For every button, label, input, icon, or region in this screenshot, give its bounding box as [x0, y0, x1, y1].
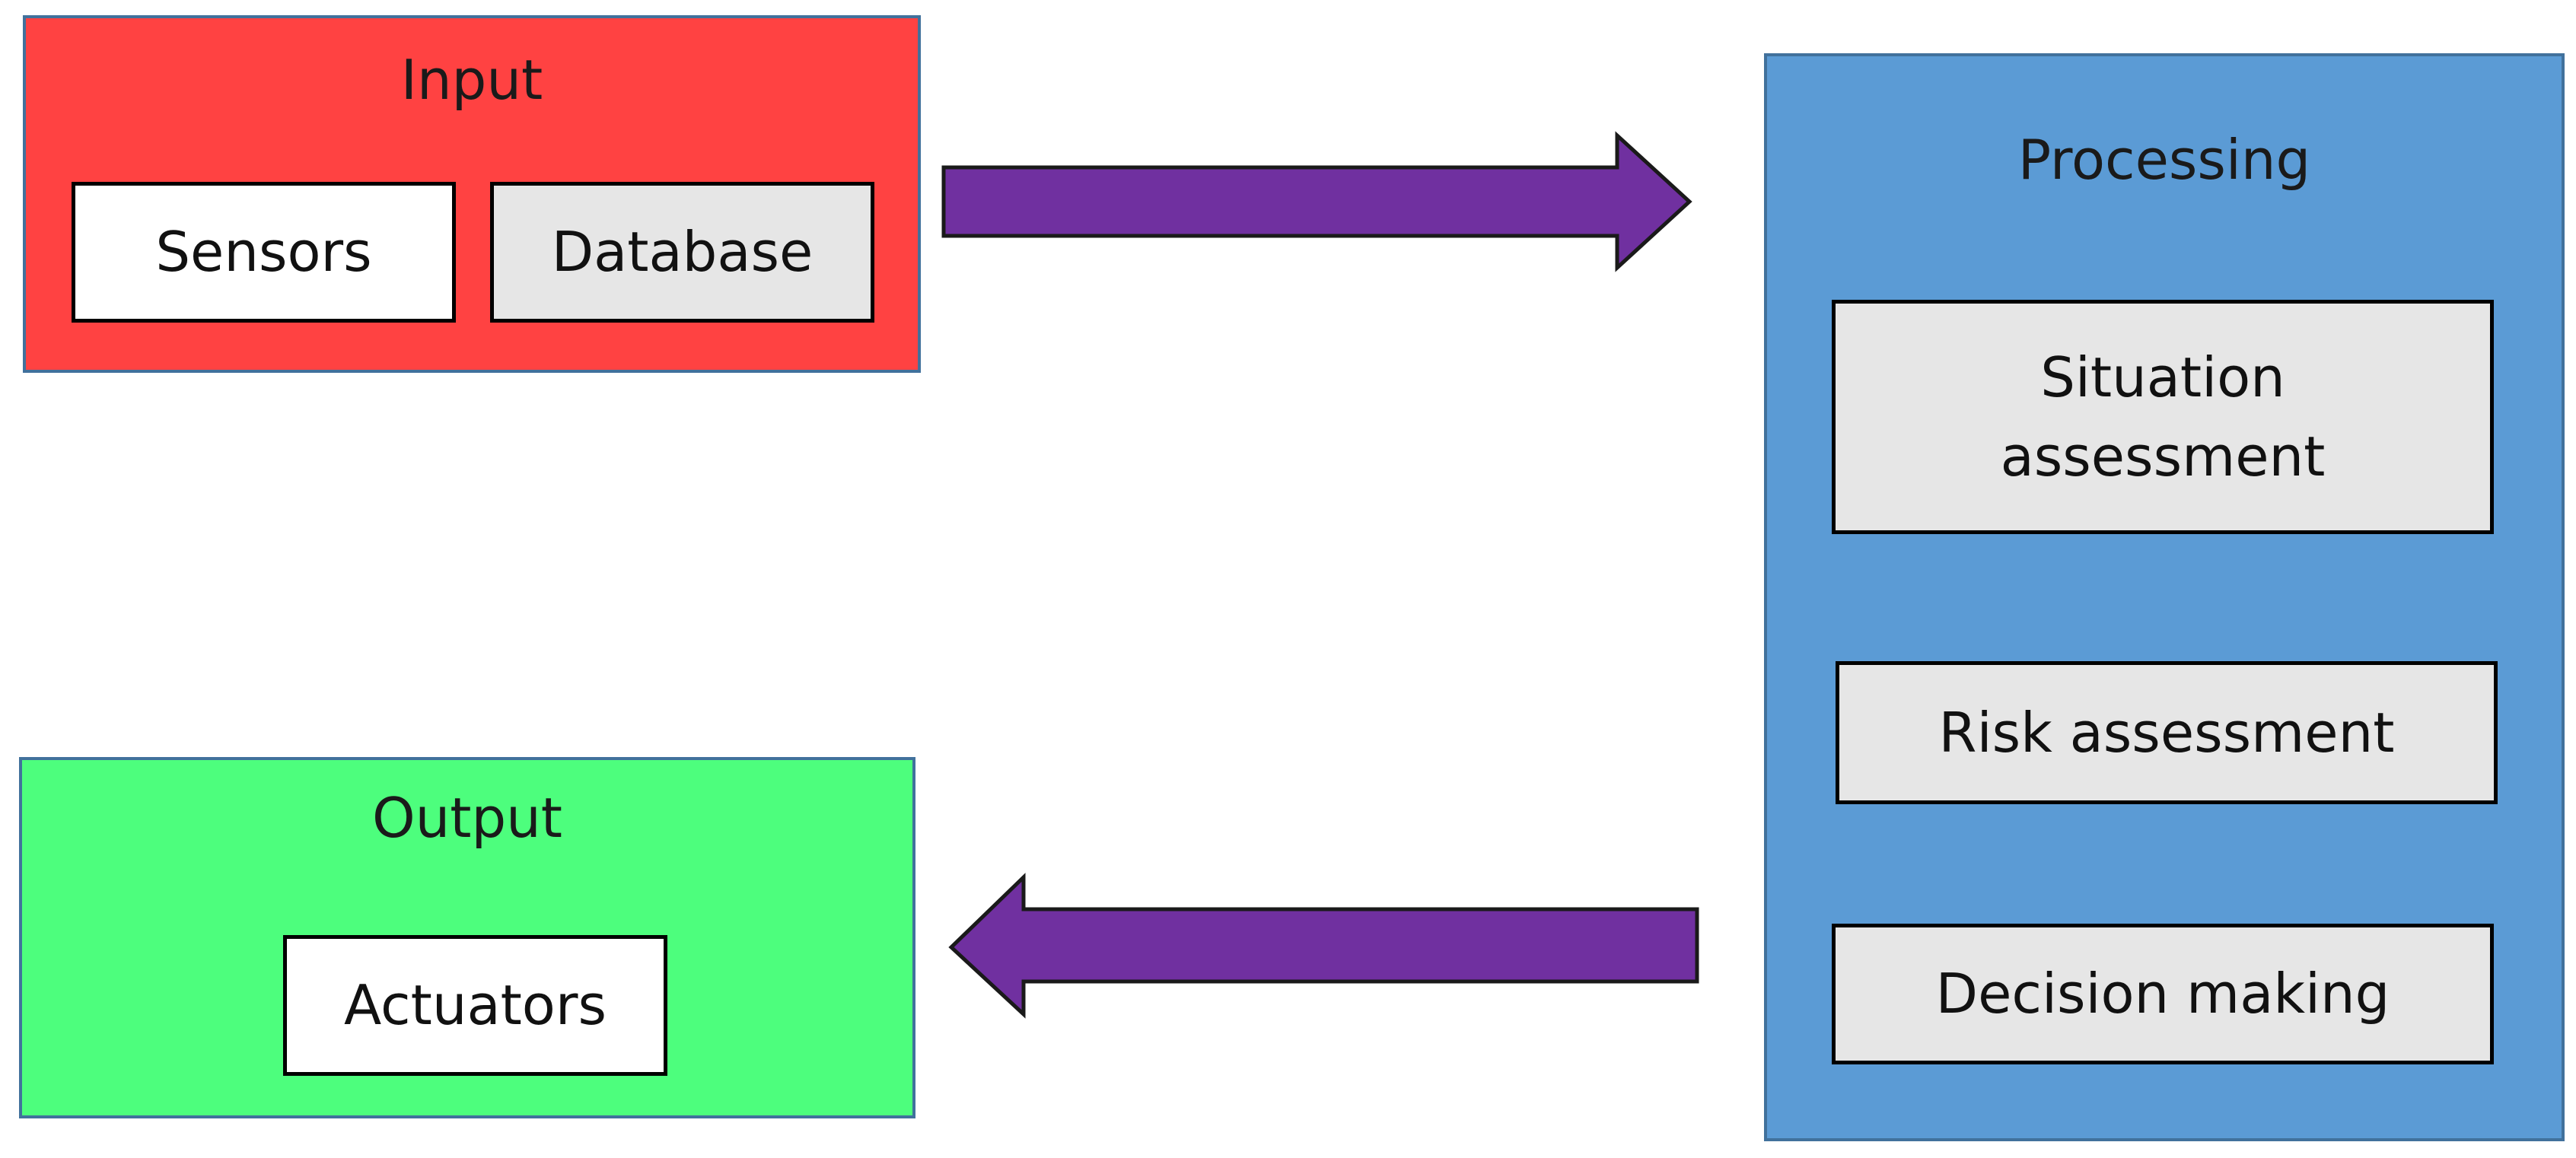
decision-making-label: Decision making	[1935, 962, 2390, 1026]
situation-assessment-box: Situation assessment	[1832, 300, 2494, 534]
arrow-processing-to-output	[948, 873, 1699, 1019]
sensors-box: Sensors	[72, 182, 456, 323]
arrow-input-to-processing	[941, 131, 1692, 272]
input-group: Input Sensors Database	[23, 15, 921, 373]
processing-title: Processing	[2017, 128, 2311, 192]
actuators-box: Actuators	[283, 935, 667, 1076]
situation-assessment-line-2: assessment	[2000, 425, 2326, 488]
input-title: Input	[400, 48, 543, 112]
output-group: Output Actuators	[19, 757, 915, 1118]
sensors-label: Sensors	[155, 220, 372, 285]
database-box: Database	[490, 182, 874, 323]
processing-group: Processing Situation assessment Risk ass…	[1764, 53, 2565, 1141]
risk-assessment-box: Risk assessment	[1836, 661, 2498, 804]
decision-making-box: Decision making	[1832, 924, 2494, 1064]
actuators-label: Actuators	[344, 973, 607, 1038]
arrow-right-shape	[941, 131, 1692, 272]
database-label: Database	[551, 220, 814, 285]
output-title: Output	[371, 786, 563, 850]
risk-assessment-label: Risk assessment	[1938, 700, 2395, 765]
arrow-left-shape	[948, 873, 1699, 1019]
situation-assessment-line-1: Situation	[2040, 345, 2285, 409]
